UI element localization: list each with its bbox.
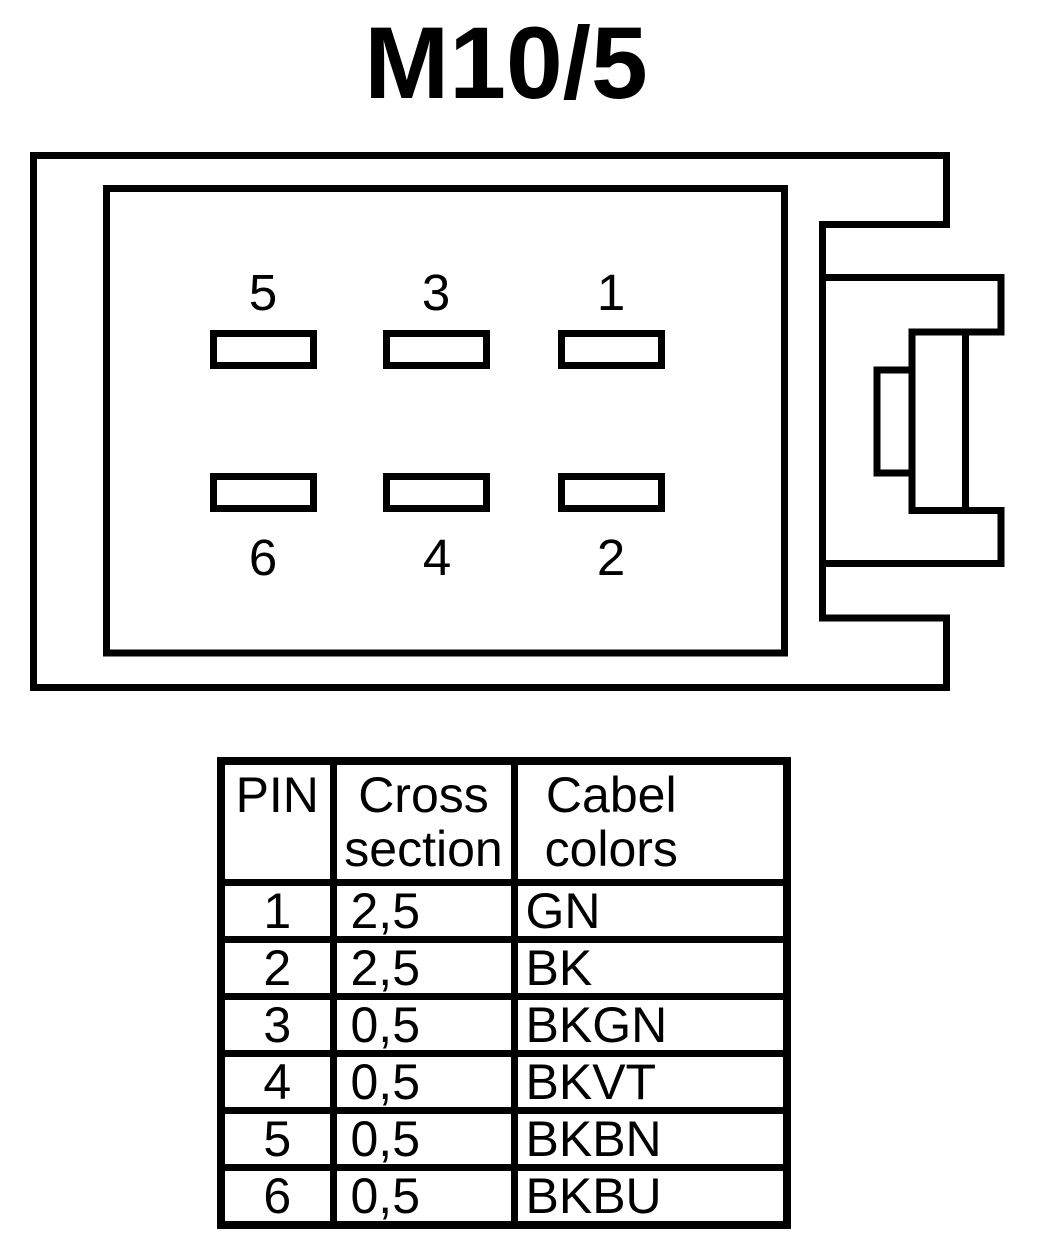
- pin-field-outline: [103, 185, 788, 657]
- header-cross-line2: section: [344, 821, 503, 877]
- pin-slot-2: [558, 473, 665, 512]
- cell-cross: 0,5: [329, 1107, 518, 1171]
- table-row-pin-6: 6 0,5 BKBU: [217, 1164, 791, 1229]
- cell-color: BKVT: [510, 1050, 791, 1114]
- header-cable-colors: Cabel colors: [510, 757, 791, 886]
- pin-label-2: 2: [597, 529, 625, 586]
- pin-label-3: 3: [422, 264, 450, 321]
- cell-cross: 2,5: [329, 936, 518, 1000]
- pin-label-4: 4: [423, 529, 451, 586]
- cell-color: BKBU: [510, 1164, 791, 1229]
- cell-pin: 1: [217, 879, 337, 943]
- cell-pin: 2: [217, 936, 337, 1000]
- table-row-pin-4: 4 0,5 BKVT: [217, 1050, 791, 1114]
- table-row-pin-3: 3 0,5 BKGN: [217, 993, 791, 1057]
- coding-rail: [908, 328, 969, 514]
- cell-cross: 0,5: [329, 993, 518, 1057]
- pin-label-6: 6: [249, 529, 277, 586]
- cell-cross: 2,5: [329, 879, 518, 943]
- table-row-pin-1: 1 2,5 GN: [217, 879, 791, 943]
- page-title: M10/5: [364, 6, 648, 120]
- cell-cross: 0,5: [329, 1050, 518, 1114]
- cell-color: GN: [510, 879, 791, 943]
- connector-diagram: 5 3 1 6 4 2: [30, 152, 1005, 691]
- wire-table-header-row: PIN Cross section Cabel colors: [217, 757, 791, 886]
- cell-pin: 3: [217, 993, 337, 1057]
- table-row-pin-5: 5 0,5 BKBN: [217, 1107, 791, 1171]
- header-pin-label: PIN: [235, 767, 319, 823]
- cell-pin: 5: [217, 1107, 337, 1171]
- pin-label-1: 1: [597, 264, 625, 321]
- cell-color: BKBN: [510, 1107, 791, 1171]
- pin-slot-6: [210, 473, 317, 512]
- pin-slot-5: [210, 330, 317, 369]
- pin-slot-1: [558, 330, 665, 369]
- cell-color: BK: [510, 936, 791, 1000]
- header-pin: PIN: [217, 757, 337, 886]
- cell-color: BKGN: [510, 993, 791, 1057]
- table-row-pin-2: 2 2,5 BK: [217, 936, 791, 1000]
- header-cross-line1: Cross: [358, 767, 489, 823]
- pin-label-5: 5: [249, 264, 277, 321]
- cell-pin: 6: [217, 1164, 337, 1229]
- cell-pin: 4: [217, 1050, 337, 1114]
- header-colors-line2: colors: [544, 821, 678, 877]
- wire-table: PIN Cross section Cabel colors 1 2,5 GN …: [217, 757, 791, 1229]
- coding-tab: [873, 366, 916, 477]
- header-cross-section: Cross section: [329, 757, 518, 886]
- pin-slot-3: [383, 330, 490, 369]
- pin-slot-4: [383, 473, 490, 512]
- housing-outline: [30, 152, 950, 691]
- cell-cross: 0,5: [329, 1164, 518, 1229]
- header-colors-line1: Cabel: [545, 767, 677, 823]
